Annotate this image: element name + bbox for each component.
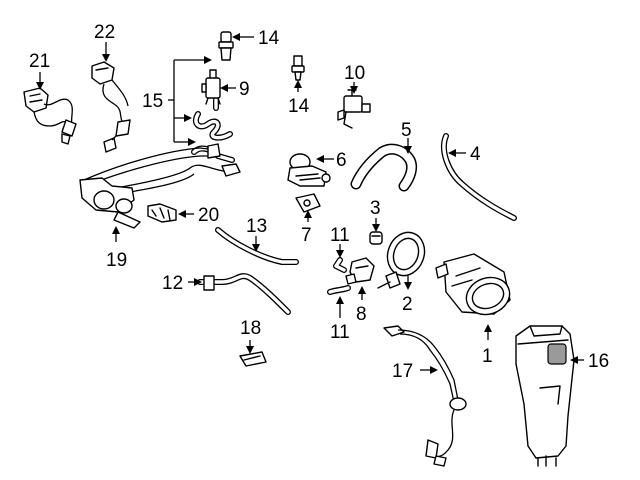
callout-10: 10 <box>344 63 365 84</box>
callout-7: 7 <box>301 225 312 246</box>
part-16-canister <box>515 325 575 467</box>
part-13-hose <box>215 227 299 265</box>
callout-22: 22 <box>94 22 115 43</box>
part-18-clip <box>239 351 267 367</box>
callout-12: 12 <box>162 273 183 294</box>
callout-14-upper: 14 <box>258 28 280 49</box>
part-6-air-valve <box>287 153 331 187</box>
callout-labels: 1 2 3 4 5 6 7 8 9 10 11 11 12 13 14 14 1… <box>29 22 609 382</box>
callout-21: 21 <box>29 51 50 72</box>
callout-3: 3 <box>370 198 381 219</box>
callout-arrows <box>36 33 584 374</box>
callout-8: 8 <box>356 304 367 325</box>
callout-5: 5 <box>401 120 412 141</box>
callout-13: 13 <box>246 216 267 237</box>
callout-1: 1 <box>482 346 493 367</box>
callout-11-upper: 11 <box>330 225 350 246</box>
callout-2: 2 <box>402 294 413 315</box>
part-1-air-pump <box>435 253 511 316</box>
callout-6: 6 <box>336 150 347 171</box>
part-2-bracket <box>377 231 426 289</box>
callout-18: 18 <box>240 318 261 339</box>
callout-19: 19 <box>106 250 127 271</box>
callout-9: 9 <box>239 79 250 100</box>
callout-16: 16 <box>588 351 609 372</box>
part-14-check-valve-lower <box>291 55 305 81</box>
part-17-sensor-harness <box>383 325 467 467</box>
part-4-hose <box>441 133 517 221</box>
part-8-valve <box>345 257 375 285</box>
part-11-elbow-upper <box>333 257 347 273</box>
part-21-oxygen-sensor <box>23 87 77 145</box>
part-22-oxygen-sensor <box>91 61 131 153</box>
part-20-sensor <box>147 203 177 223</box>
part-14-check-valve-upper <box>218 31 234 61</box>
callout-11-lower: 11 <box>330 322 350 343</box>
part-10-vacuum-valve <box>337 89 371 129</box>
callout-20: 20 <box>198 205 219 226</box>
callout-14-lower: 14 <box>288 96 310 117</box>
part-5-air-hose <box>350 143 418 192</box>
part-19-bracket-hoses <box>79 143 241 229</box>
part-9-solenoid-valve <box>201 69 221 105</box>
callout-15: 15 <box>142 91 163 112</box>
callout-17: 17 <box>392 361 413 382</box>
part-3-cap <box>369 231 383 245</box>
callout-4: 4 <box>470 144 481 165</box>
part-7-gasket <box>295 193 321 213</box>
part-12-hose <box>197 273 291 315</box>
part-11-elbow-lower <box>327 285 351 295</box>
